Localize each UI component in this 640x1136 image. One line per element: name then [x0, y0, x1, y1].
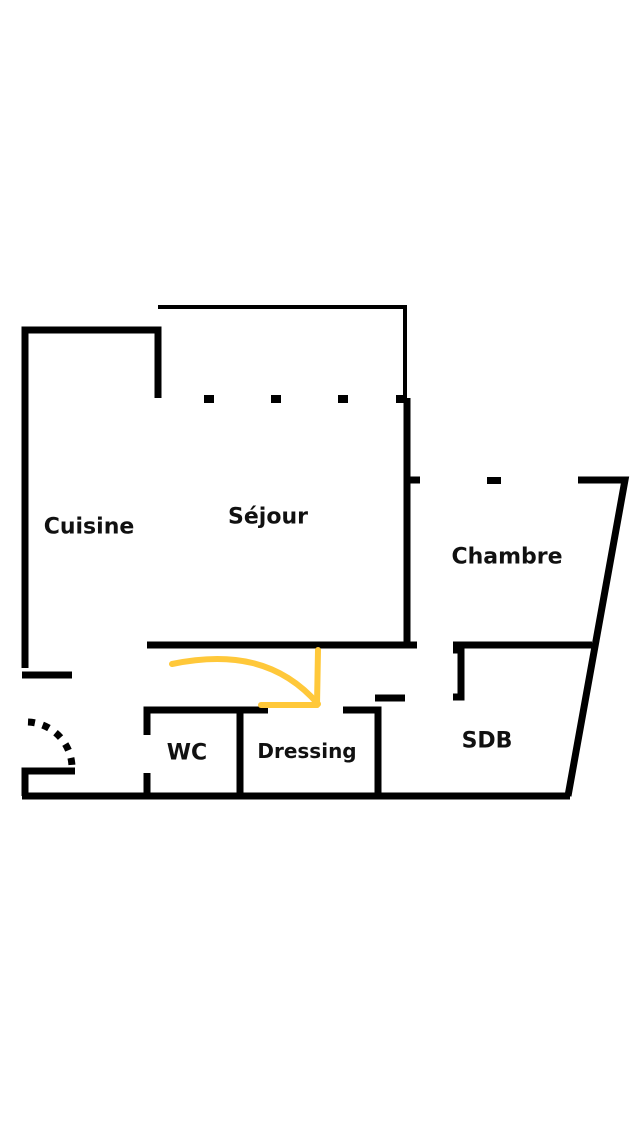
dot [271, 395, 281, 403]
dot [338, 395, 348, 403]
wall-chambre-top-right [564, 476, 630, 797]
dot [204, 395, 214, 403]
dot [396, 395, 406, 403]
wall-entry-bottom [21, 767, 75, 796]
dot [487, 477, 501, 484]
wall-wc-top [143, 706, 268, 735]
opening-dots [204, 395, 501, 484]
room-label-sejour: Séjour [228, 504, 308, 530]
yellow-arrow [169, 647, 321, 708]
room-label-wc: WC [166, 740, 208, 766]
room-label-dressing: Dressing [257, 739, 357, 763]
wall-dressing-top-right [343, 706, 382, 796]
walls [21, 326, 630, 800]
room-label-cuisine: Cuisine [43, 514, 135, 540]
arrow-head-vertical [314, 647, 321, 708]
room-label-chambre: Chambre [451, 544, 563, 570]
room-label-sdb: SDB [461, 728, 513, 754]
wall-sdb-stub [453, 646, 465, 701]
wall-cuisine-top-left [21, 326, 162, 668]
wall-sejour-extension [158, 305, 407, 398]
entry-door-arc [27, 718, 76, 769]
arrow-curve [169, 656, 321, 707]
